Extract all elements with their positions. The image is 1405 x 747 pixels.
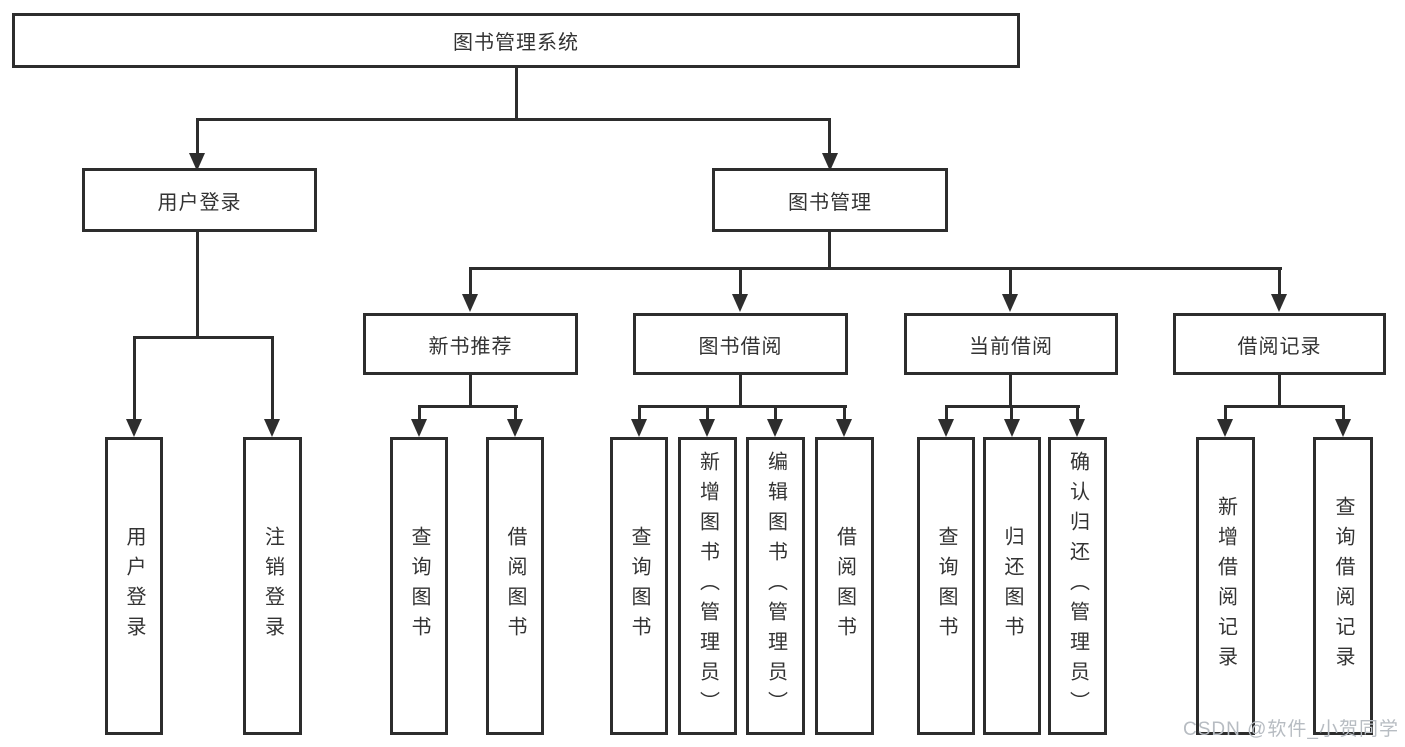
arrow-down-icon <box>1217 419 1233 437</box>
leaf-confirm-return-admin-label: 确认归还（管理员） <box>1066 451 1089 721</box>
arrow-down-icon <box>631 419 647 437</box>
arrow-down-icon <box>732 294 748 312</box>
arrow-down-icon <box>1069 419 1085 437</box>
connector-line <box>418 405 518 408</box>
leaf-query-books-recommend-label: 查询图书 <box>408 526 430 646</box>
leaf-add-books-admin: 新增图书（管理员） <box>678 437 737 735</box>
connector-line <box>828 118 831 154</box>
connector-line <box>1224 405 1227 420</box>
connector-line <box>638 405 847 408</box>
leaf-logout-label: 注销登录 <box>261 526 284 646</box>
node-root-library-system: 图书管理系统 <box>12 13 1020 68</box>
leaf-edit-books-admin-label: 编辑图书（管理员） <box>764 451 787 721</box>
leaf-borrow-books-recommend-label: 借阅图书 <box>504 526 526 646</box>
node-borrowing-records-label: 借阅记录 <box>1237 335 1322 358</box>
node-book-management: 图书管理 <box>712 168 948 232</box>
connector-line <box>469 267 1282 270</box>
arrow-down-icon <box>462 294 478 312</box>
node-book-borrowing: 图书借阅 <box>633 313 848 375</box>
leaf-user-login: 用户登录 <box>105 437 163 735</box>
connector-line <box>133 336 136 419</box>
arrow-down-icon <box>1335 419 1351 437</box>
arrow-down-icon <box>1002 294 1018 312</box>
connector-line <box>828 232 831 270</box>
csdn-watermark: CSDN @软件_小贺同学 <box>1183 719 1399 740</box>
arrow-down-icon <box>1271 294 1287 312</box>
leaf-query-borrow-record: 查询借阅记录 <box>1313 437 1373 735</box>
leaf-return-books-label: 归还图书 <box>1001 526 1023 646</box>
leaf-add-borrow-record: 新增借阅记录 <box>1196 437 1255 735</box>
leaf-query-books-recommend: 查询图书 <box>390 437 448 735</box>
connector-line <box>739 374 742 407</box>
leaf-edit-books-admin: 编辑图书（管理员） <box>746 437 805 735</box>
arrow-down-icon <box>938 419 954 437</box>
connector-line <box>843 405 846 420</box>
node-root-label: 图书管理系统 <box>453 32 579 54</box>
connector-line <box>774 405 777 420</box>
connector-line <box>1342 405 1345 420</box>
node-book-borrowing-label: 图书借阅 <box>698 335 783 358</box>
node-borrowing-records: 借阅记录 <box>1173 313 1386 375</box>
connector-line <box>739 267 742 296</box>
connector-line <box>515 68 518 120</box>
leaf-query-books-borrowing-label: 查询图书 <box>628 526 650 646</box>
leaf-query-books-current-label: 查询图书 <box>935 526 957 646</box>
arrow-down-icon <box>822 153 838 171</box>
connector-line <box>1009 374 1012 407</box>
arrow-down-icon <box>264 419 280 437</box>
connector-line <box>638 405 641 420</box>
leaf-borrow-books-recommend: 借阅图书 <box>486 437 544 735</box>
leaf-add-books-admin-label: 新增图书（管理员） <box>696 451 719 721</box>
connector-line <box>196 118 199 154</box>
arrow-down-icon <box>189 153 205 171</box>
leaf-logout: 注销登录 <box>243 437 302 735</box>
node-current-borrowing-label: 当前借阅 <box>969 335 1053 358</box>
leaf-confirm-return-admin: 确认归还（管理员） <box>1048 437 1107 735</box>
arrow-down-icon <box>411 419 427 437</box>
connector-line <box>706 405 709 420</box>
arrow-down-icon <box>507 419 523 437</box>
connector-line <box>1009 267 1012 296</box>
leaf-user-login-label: 用户登录 <box>123 526 145 646</box>
connector-line <box>945 405 948 420</box>
arrow-down-icon <box>767 419 783 437</box>
connector-line <box>196 118 831 121</box>
leaf-query-borrow-record-label: 查询借阅记录 <box>1332 496 1354 676</box>
connector-line <box>196 232 199 338</box>
node-book-management-label: 图书管理 <box>788 191 872 214</box>
node-new-book-recommend: 新书推荐 <box>363 313 578 375</box>
node-user-login-label: 用户登录 <box>157 191 242 214</box>
connector-line <box>418 405 421 420</box>
connector-line <box>469 267 472 296</box>
connector-line <box>514 405 517 420</box>
connector-line <box>133 336 274 339</box>
connector-line <box>469 374 472 407</box>
arrow-down-icon <box>836 419 852 437</box>
connector-line <box>1278 267 1281 296</box>
arrow-down-icon <box>699 419 715 437</box>
leaf-query-books-current: 查询图书 <box>917 437 975 735</box>
connector-line <box>1278 374 1281 407</box>
node-current-borrowing: 当前借阅 <box>904 313 1118 375</box>
connector-line <box>1010 405 1013 420</box>
arrow-down-icon <box>1004 419 1020 437</box>
connector-line <box>271 336 274 419</box>
node-user-login: 用户登录 <box>82 168 317 232</box>
connector-line <box>1224 405 1345 408</box>
node-new-book-recommend-label: 新书推荐 <box>428 335 513 358</box>
leaf-query-books-borrowing: 查询图书 <box>610 437 668 735</box>
arrow-down-icon <box>126 419 142 437</box>
connector-line <box>1076 405 1079 420</box>
leaf-add-borrow-record-label: 新增借阅记录 <box>1214 496 1237 676</box>
leaf-borrow-books-borrowing-label: 借阅图书 <box>833 526 856 646</box>
leaf-return-books: 归还图书 <box>983 437 1041 735</box>
leaf-borrow-books-borrowing: 借阅图书 <box>815 437 874 735</box>
